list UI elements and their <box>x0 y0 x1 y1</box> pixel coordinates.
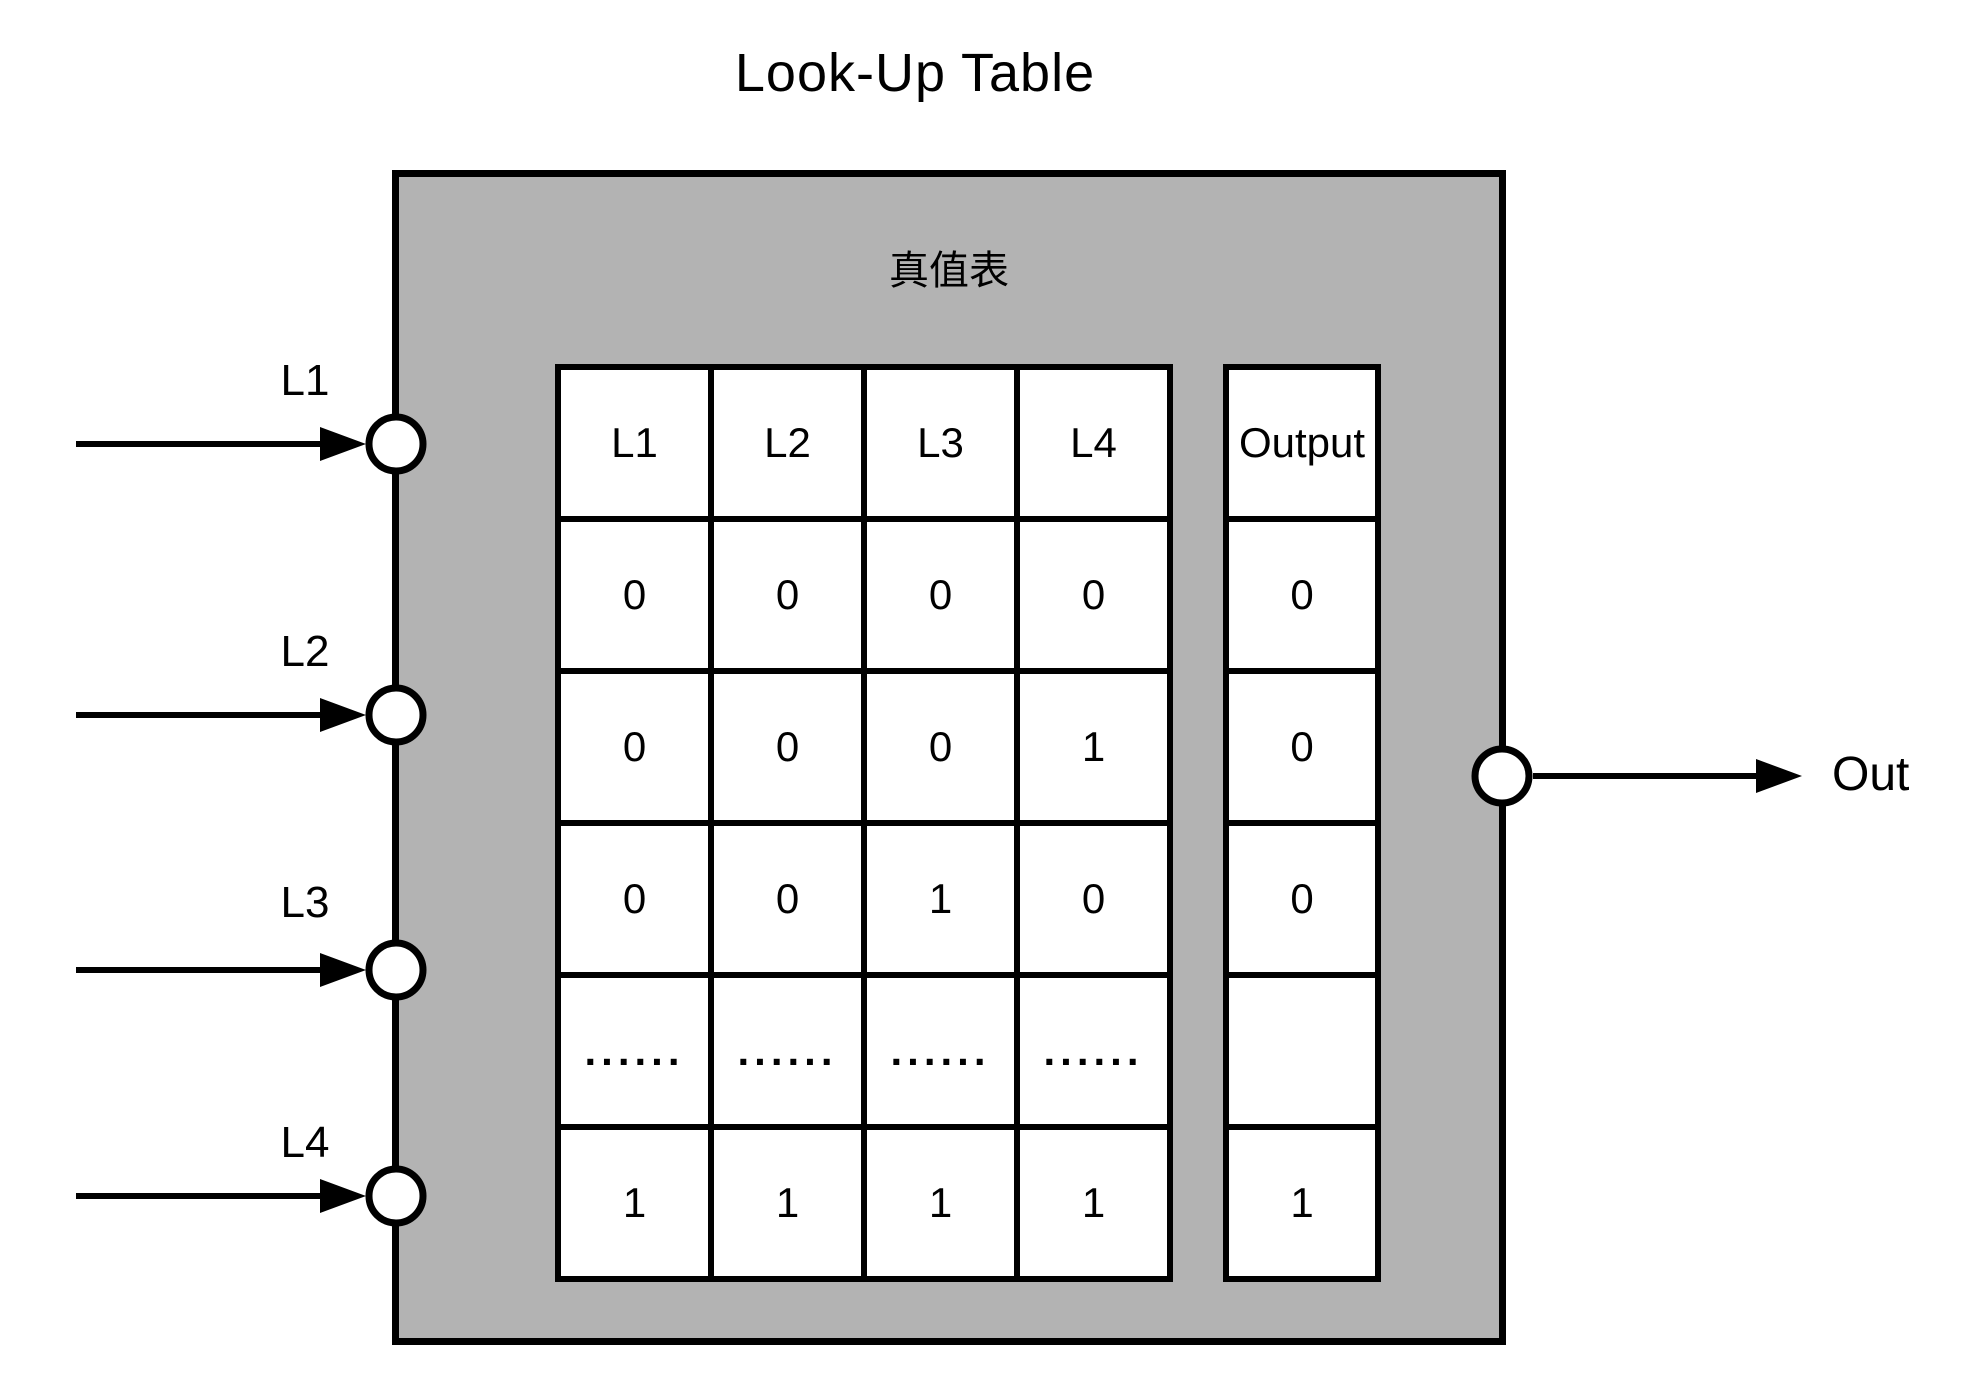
truth-table-cell: 0 <box>708 668 867 826</box>
output-column: Output 0 0 0 1 <box>1223 364 1381 1282</box>
input-arrow-l3 <box>76 953 366 987</box>
input-label-l4: L4 <box>280 1118 330 1167</box>
output-cell: 1 <box>1223 1124 1381 1282</box>
input-arrow-l2 <box>76 698 366 732</box>
input-arrow-l1 <box>76 427 366 461</box>
truth-table-cell: 1 <box>708 1124 867 1282</box>
output-header-cell: Output <box>1223 364 1381 522</box>
output-row: 1 <box>1223 1124 1381 1282</box>
input-label-l1: L1 <box>280 356 330 405</box>
truth-table-ellipsis-cell: ...... <box>1014 972 1173 1130</box>
output-label: Out <box>1832 748 1910 801</box>
diagram-title: Look-Up Table <box>734 43 1096 103</box>
truth-table-cell: 0 <box>1014 820 1173 978</box>
truth-table-row: 0 0 0 1 <box>555 668 1173 826</box>
input-arrow-l4 <box>76 1179 366 1213</box>
truth-table: L1 L2 L3 L4 0 0 0 0 0 0 0 1 0 0 1 0 ....… <box>555 364 1173 1282</box>
output-row: 0 <box>1223 820 1381 978</box>
truth-table-row: ...... ...... ...... ...... <box>555 972 1173 1130</box>
truth-table-header-row: L1 L2 L3 L4 <box>555 364 1173 522</box>
truth-table-cell: 1 <box>1014 668 1173 826</box>
input-label-l2: L2 <box>280 627 330 676</box>
truth-table-label: 真值表 <box>889 249 1009 293</box>
truth-table-cell: 0 <box>1014 516 1173 674</box>
truth-table-cell: 0 <box>861 516 1020 674</box>
output-cell: 0 <box>1223 820 1381 978</box>
output-cell: 0 <box>1223 516 1381 674</box>
truth-table-row: 1 1 1 1 <box>555 1124 1173 1282</box>
truth-table-header-cell: L1 <box>555 364 714 522</box>
truth-table-cell: 1 <box>555 1124 714 1282</box>
truth-table-ellipsis-cell: ...... <box>861 972 1020 1130</box>
input-label-l3: L3 <box>280 878 330 927</box>
output-row: 0 <box>1223 668 1381 826</box>
output-row <box>1223 972 1381 1130</box>
truth-table-header-cell: L3 <box>861 364 1020 522</box>
truth-table-cell: 0 <box>555 516 714 674</box>
truth-table-cell: 0 <box>861 668 1020 826</box>
output-row: 0 <box>1223 516 1381 674</box>
truth-table-cell: 1 <box>861 1124 1020 1282</box>
truth-table-header-cell: L4 <box>1014 364 1173 522</box>
output-arrow <box>1533 759 1802 793</box>
truth-table-header-cell: L2 <box>708 364 867 522</box>
truth-table-cell: 1 <box>1014 1124 1173 1282</box>
truth-table-cell: 0 <box>555 820 714 978</box>
truth-table-ellipsis-cell: ...... <box>708 972 867 1130</box>
truth-table-ellipsis-cell: ...... <box>555 972 714 1130</box>
output-cell: 0 <box>1223 668 1381 826</box>
output-header-row: Output <box>1223 364 1381 522</box>
truth-table-cell: 1 <box>861 820 1020 978</box>
truth-table-row: 0 0 1 0 <box>555 820 1173 978</box>
truth-table-cell: 0 <box>555 668 714 826</box>
truth-table-row: 0 0 0 0 <box>555 516 1173 674</box>
truth-table-cell: 0 <box>708 820 867 978</box>
output-cell <box>1223 972 1381 1130</box>
truth-table-cell: 0 <box>708 516 867 674</box>
